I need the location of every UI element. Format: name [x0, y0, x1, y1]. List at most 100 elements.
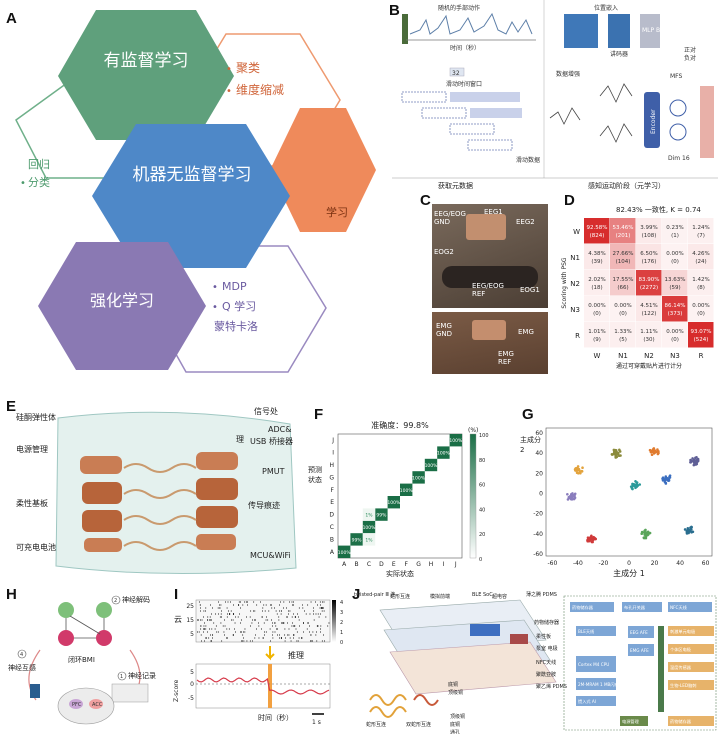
- cm-row-label: R: [575, 332, 580, 340]
- cm-cell-pct: 0.00%: [588, 303, 605, 309]
- mcu-wifi-label: MCU&WiFi: [250, 551, 291, 560]
- svg-text:蛇形互连: 蛇形互连: [390, 593, 410, 600]
- heatmap-diag-label: 99%: [352, 537, 363, 543]
- svg-text:顶级铜: 顶级铜: [450, 713, 465, 720]
- scatter-point: [642, 536, 646, 539]
- cm-col-label: N1: [618, 352, 628, 360]
- heatmap-ytick: H: [329, 462, 334, 469]
- eeg1-label: EEG1: [484, 208, 503, 216]
- cm-cell-pct: 27.66%: [613, 251, 634, 257]
- block-label: 电源管理: [622, 718, 640, 725]
- double-serpentine: [413, 694, 439, 706]
- svg-text:薄之腾 PDMS: 薄之腾 PDMS: [526, 591, 557, 598]
- neuron-green-1: [58, 602, 74, 618]
- cm-row-label: W: [573, 228, 580, 236]
- get-data-caption: 获取元数据: [438, 181, 473, 190]
- heatmap-ytick: G: [329, 474, 334, 481]
- block-label: EEG AFE: [630, 630, 648, 635]
- step-badge-2: [111, 595, 121, 605]
- panel-b-pipeline: 随机的手部动作 时间（秒） 32 滑动时间窗口 滑动数据 位置嵌入 讲码器 ML…: [392, 0, 718, 190]
- scatter-point: [694, 463, 698, 466]
- neuron-red-2: [96, 630, 112, 646]
- cm-cell: [584, 270, 610, 296]
- bullet-dot: •: [212, 302, 218, 313]
- scatter-point: [663, 480, 667, 484]
- scatter-point: [689, 458, 692, 462]
- svg-text:双蛇形互连: 双蛇形互连: [406, 721, 431, 728]
- heatmap-ytick: C: [330, 524, 334, 531]
- cm-cell-count: (0): [671, 259, 679, 265]
- scatter-point: [591, 540, 594, 544]
- cbar-tick: 4: [340, 600, 343, 606]
- scatter-point: [687, 529, 690, 532]
- unsupervised-hex: [92, 124, 290, 268]
- silicone-body: [55, 411, 297, 575]
- colorbar-unit: (%): [468, 427, 478, 434]
- cm-cell-count: (2272): [640, 285, 658, 291]
- supervised-label: 有监督学习: [104, 51, 189, 71]
- zscore-curve: [196, 677, 330, 695]
- block-label: NFC天线: [670, 604, 688, 611]
- colorbar-tick: 20: [479, 532, 485, 538]
- cm-cell-pct: 1.24%: [692, 225, 709, 231]
- cm-cell: [688, 218, 714, 244]
- heatmap-diag-cell: [350, 533, 363, 546]
- cm-cell-count: (0): [671, 337, 679, 343]
- z-node-2: [669, 123, 687, 141]
- pfc-label: PFC: [72, 702, 82, 708]
- scatter-xtick: -40: [573, 560, 583, 567]
- silicone-label: 硅酮弹性体: [16, 412, 56, 422]
- cm-cell: [584, 244, 610, 270]
- cm-cell-count: (8): [697, 285, 705, 291]
- heatmap-xtick: B: [355, 561, 359, 568]
- cm-cell-pct: 0.00%: [614, 303, 631, 309]
- cm-cell-count: (373): [668, 311, 683, 317]
- eeg-eog-gnd-label: EEG/EOG GND: [434, 210, 466, 226]
- cm-cell: [688, 322, 714, 348]
- scatter-point: [576, 471, 580, 475]
- regression-label: 回归: [28, 157, 50, 171]
- scatter-xtick: -20: [599, 560, 609, 567]
- scatter-point: [694, 456, 697, 460]
- face-photo-bottom: EMG GND EMG EMG REF: [432, 312, 548, 374]
- cm-cell: [610, 244, 636, 270]
- colorbar-tick: 60: [479, 483, 485, 489]
- eye-region: [442, 266, 538, 288]
- montecarlo-label: 蒙特卡洛: [214, 319, 258, 333]
- rl-hex: [38, 242, 206, 370]
- cm-cell: [688, 296, 714, 322]
- cm-cell: [636, 322, 662, 348]
- cm-cell: [662, 244, 688, 270]
- scatter-point: [666, 476, 669, 480]
- svg-text:通孔: 通孔: [450, 729, 460, 734]
- negative-pair-label: 负对: [684, 54, 696, 62]
- svg-text:泵室 电极: 泵室 电极: [536, 645, 558, 652]
- cm-cell-pct: 6.50%: [640, 251, 657, 257]
- encoder-bar: [644, 92, 660, 148]
- cm-xlabel: 通过可穿戴贴片进行计分: [616, 362, 682, 370]
- sense-caption: 感知运动阶段（元学习）: [588, 181, 665, 190]
- face-photo-top: EEG/EOG GND EEG1 EEG2 EOG2 EEG/EOG REF E…: [432, 204, 548, 308]
- cm-cell-pct: 17.55%: [613, 277, 634, 283]
- scatter-point: [656, 448, 659, 451]
- block-label: 生物-LED脑刺: [670, 682, 696, 689]
- block-box: [668, 626, 714, 636]
- scatter-point: [644, 531, 648, 534]
- block-box: [628, 626, 654, 638]
- step-badge-4: [17, 649, 27, 659]
- scatter-ytick: 0: [539, 491, 543, 498]
- scatter-point: [683, 528, 687, 531]
- ble-chip: [470, 624, 500, 636]
- stim-label: 神经互感: [8, 663, 36, 672]
- processing-label-suffix: 理: [236, 435, 244, 444]
- zscore-ylabel: Z-score: [173, 679, 180, 702]
- cm-ylabel: Scoring with PSG: [561, 257, 568, 308]
- scatter-point: [615, 452, 619, 455]
- panel-h-bmi-loop: 闭环BMI 2 神经解码 1 神经记录 4 神经互感 PFC ACC: [8, 595, 156, 725]
- qlearn-label: Q 学习: [222, 299, 256, 313]
- heatmap-diag-cell: [400, 483, 413, 496]
- svg-text:聚酰亚胺: 聚酰亚胺: [536, 671, 556, 678]
- heatmap-ytick: F: [331, 487, 335, 494]
- scatter-xlabel: 主成分 1: [613, 568, 645, 578]
- cm-cell-pct: 83.90%: [639, 277, 660, 283]
